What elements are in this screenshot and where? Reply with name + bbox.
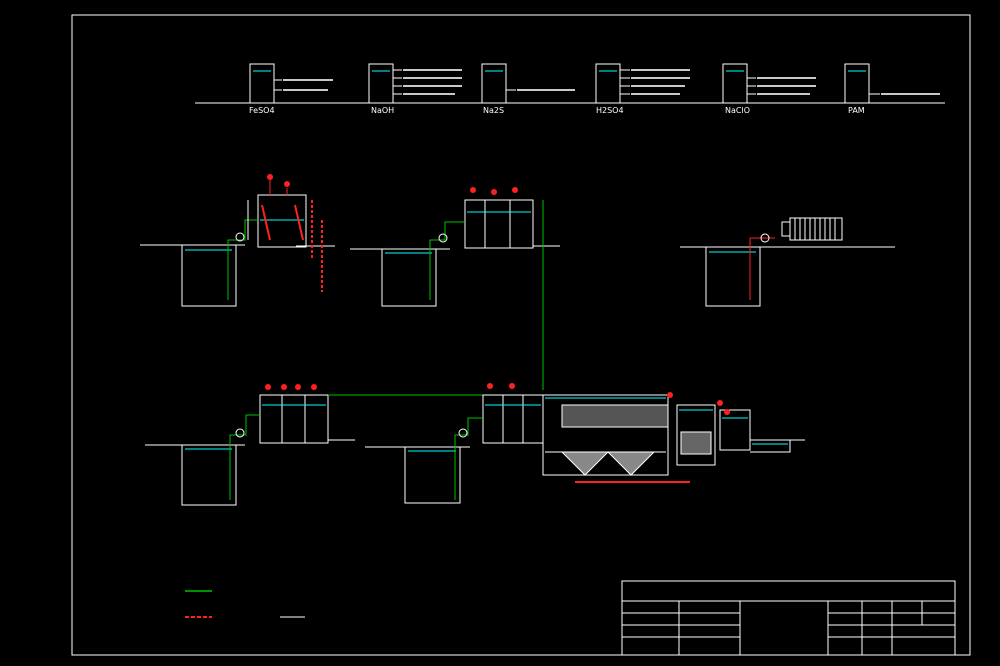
legend — [185, 590, 305, 618]
unit-1 — [140, 174, 335, 307]
dosing-tank-label: Na2S — [483, 106, 504, 115]
dosing-tank — [249, 63, 282, 104]
sludge-unit — [680, 217, 895, 307]
dosing-tank — [722, 63, 756, 104]
dosing-annotations — [283, 69, 940, 95]
drawing-frame — [71, 14, 971, 656]
unit-3 — [145, 384, 355, 506]
title-block — [621, 580, 956, 656]
dosing-tank-label: FeSO4 — [249, 106, 275, 115]
dosing-tank — [844, 63, 880, 104]
dosing-tank-label: NaClO — [725, 106, 750, 115]
unit-2 — [350, 187, 560, 307]
dosing-tank-label: PAM — [848, 106, 865, 115]
unit-4 — [365, 383, 544, 504]
dosing-tank — [368, 63, 402, 104]
dosing-tank — [595, 63, 630, 104]
dosing-tank-label: NaOH — [371, 106, 394, 115]
dosing-tank — [481, 63, 516, 104]
dosing-system — [195, 63, 945, 104]
treatment-train — [542, 392, 805, 483]
dosing-tank-label: H2SO4 — [596, 106, 624, 115]
